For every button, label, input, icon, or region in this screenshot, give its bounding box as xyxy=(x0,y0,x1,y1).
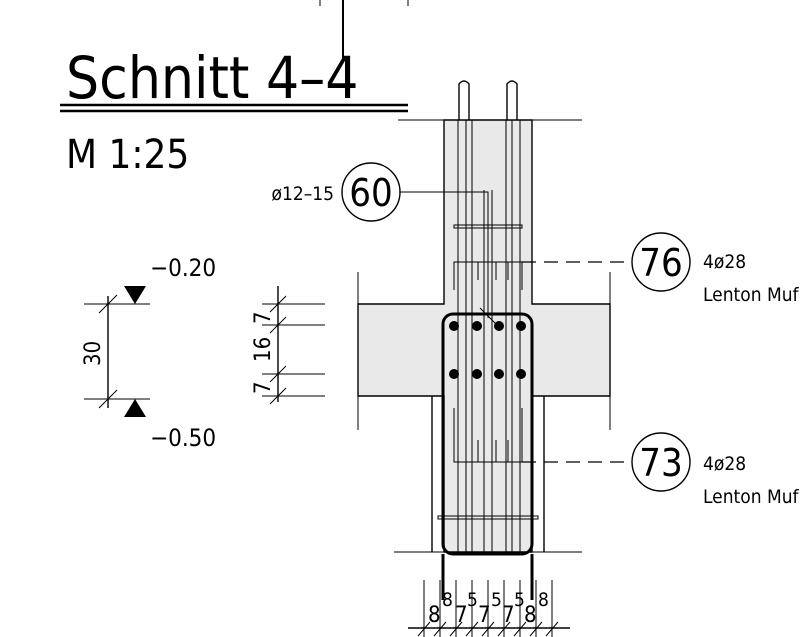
bottom-dim-3: 7 xyxy=(455,603,468,628)
callout-76-bubble xyxy=(631,232,691,292)
callout-60-spec: ø12–15 xyxy=(272,183,335,205)
slab-dim-middle: 16 xyxy=(251,337,276,362)
bottom-dim-1: 8 xyxy=(428,603,441,628)
height-dim-value: 30 xyxy=(81,341,106,366)
title-block: Schnitt 4–4 M 1:25 xyxy=(60,0,409,178)
slab-dim-bottom: 7 xyxy=(251,381,276,394)
callout-76: 76 4ø28 Lenton Muf xyxy=(522,232,800,306)
level-top-triangle xyxy=(124,286,146,304)
scale-label: M 1:25 xyxy=(66,132,189,178)
bottom-dim-2: 8 xyxy=(442,589,453,611)
slab-dim-top: 7 xyxy=(251,311,276,324)
bottom-dim-9: 8 xyxy=(524,603,537,628)
callout-60: 60 ø12–15 xyxy=(272,162,497,325)
bottom-dim-7: 7 xyxy=(502,603,515,628)
bottom-dim-10: 8 xyxy=(538,589,549,611)
level-bottom: −0.50 xyxy=(150,424,216,452)
callout-73: 73 4ø28 Lenton Muf xyxy=(522,432,800,508)
main-bars xyxy=(449,321,526,379)
callout-73-note: Lenton Muf xyxy=(703,486,800,508)
level-markers: −0.20 −0.50 30 xyxy=(81,254,216,452)
starter-bar-left xyxy=(458,80,470,120)
bottom-dim-5: 7 xyxy=(478,603,491,628)
starter-bar-right xyxy=(506,80,518,120)
callout-76-number: 76 xyxy=(639,241,683,285)
level-top: −0.20 xyxy=(150,254,216,282)
reinforcement xyxy=(437,80,539,600)
bottom-dimensions: 8 8 7 5 7 5 7 5 8 8 xyxy=(408,580,570,637)
callout-73-spec: 4ø28 xyxy=(703,453,746,475)
tie-lower xyxy=(437,515,539,520)
slab-dimensions: 7 16 7 xyxy=(251,286,325,405)
callout-76-note: Lenton Muf xyxy=(703,284,800,306)
bottom-dim-6: 5 xyxy=(491,589,502,611)
bottom-dim-4: 5 xyxy=(467,589,478,611)
level-bottom-triangle xyxy=(124,399,146,417)
coupler-bar-73 xyxy=(453,408,523,463)
callout-76-spec: 4ø28 xyxy=(703,251,746,273)
callout-60-number: 60 xyxy=(349,171,393,215)
callout-73-number: 73 xyxy=(639,441,683,485)
callout-73-bubble xyxy=(631,432,691,492)
bottom-dim-8: 5 xyxy=(514,589,525,611)
section-title: Schnitt 4–4 xyxy=(66,44,358,112)
